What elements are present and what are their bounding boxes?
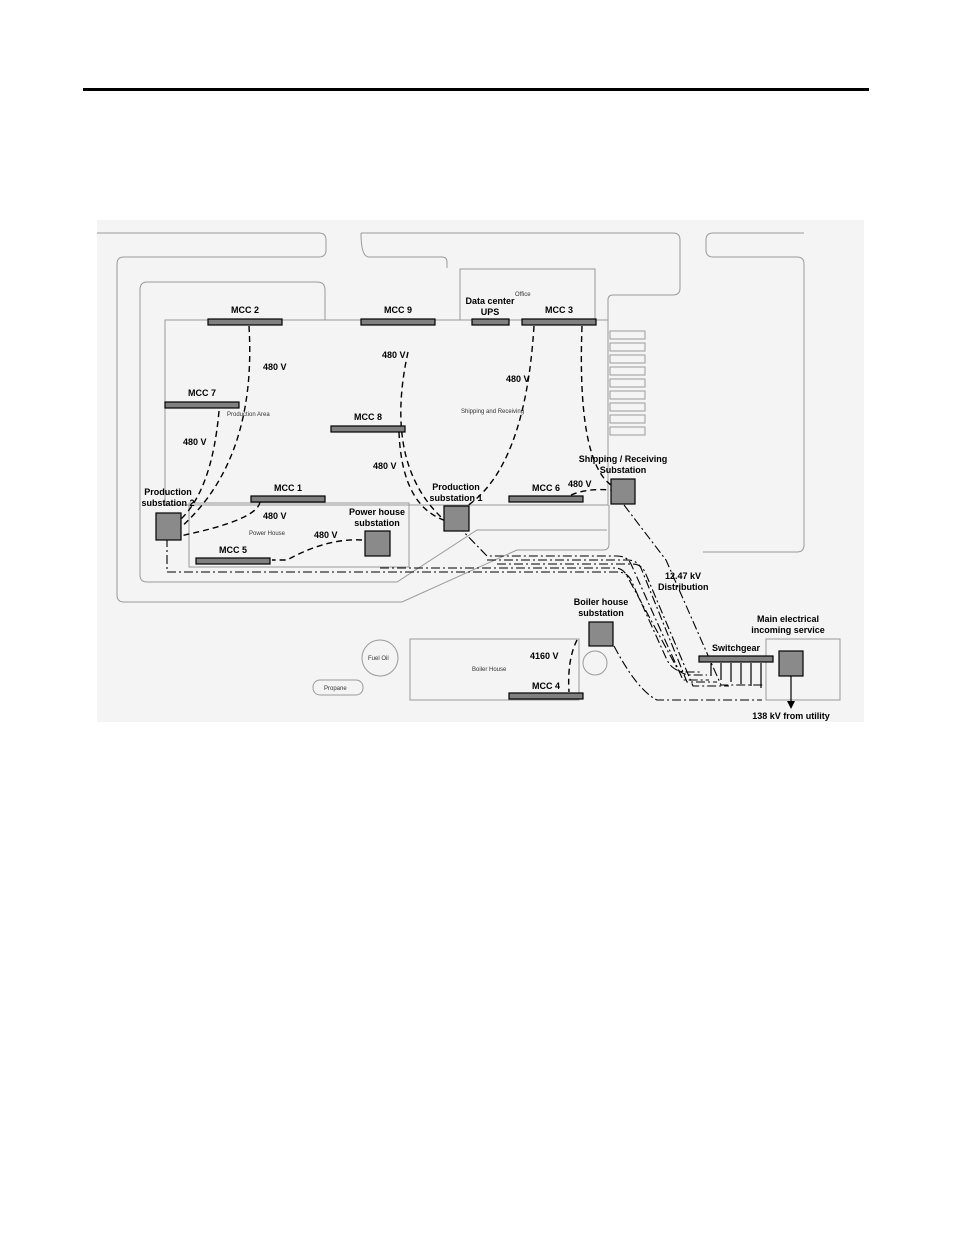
main-service-label-1: Main electrical: [757, 614, 819, 624]
plant-electrical-diagram: Office Production Area Shipping and Rece…: [97, 220, 864, 722]
boiler-house-substation: [588, 621, 614, 647]
mcc9-label: MCC 9: [384, 305, 412, 315]
mcc5-bus: [195, 557, 271, 565]
mcc4-bus: [508, 692, 584, 700]
main-electrical-substation: [778, 650, 804, 677]
data-center-ups-bus: [471, 318, 510, 326]
bus-labels: MCC 2 MCC 9 Data center UPS MCC 3 MCC 7 …: [188, 296, 761, 691]
voltage-480-mcc1: 480 V: [263, 511, 287, 521]
mcc6-bus: [508, 495, 584, 503]
substations: [155, 478, 804, 709]
mcc2-bus: [207, 318, 283, 326]
production-substation-1-label-2: substation 1: [429, 493, 482, 503]
propane-label: Propane: [324, 686, 347, 692]
switchgear-label: Switchgear: [712, 643, 761, 653]
power-house-substation-label-2: substation: [354, 518, 400, 528]
production-substation-2-label-1: Production: [144, 487, 192, 497]
fuel-oil-tank: [361, 639, 399, 677]
switchgear-bus: [698, 655, 774, 663]
fuel-oil-label: Fuel Oil: [368, 656, 389, 662]
boiler-substation-label-1: Boiler house: [574, 597, 629, 607]
mcc8-bus: [330, 425, 406, 433]
production-substation-2: [155, 512, 182, 541]
voltage-480-mcc7: 480 V: [183, 437, 207, 447]
mcc8-label: MCC 8: [354, 412, 382, 422]
boiler-tank: [582, 650, 608, 676]
mcc7-bus: [164, 401, 240, 409]
utility-feed-arrow-icon: [787, 701, 795, 709]
area-labels: Office Production Area Shipping and Rece…: [227, 292, 531, 692]
voltage-480-mcc3: 480 V: [506, 374, 530, 384]
mcc9-bus: [360, 318, 436, 326]
mcc1-label: MCC 1: [274, 483, 302, 493]
propane-tank: [312, 679, 364, 696]
ups-label: UPS: [481, 307, 500, 317]
east-road-outline: [703, 232, 805, 553]
shipping-receiving-label: Shipping and Receiving: [461, 409, 524, 415]
building-outlines: [97, 232, 841, 701]
voltage-480-mcc5: 480 V: [314, 530, 338, 540]
inner-road-outline-2: [139, 281, 607, 583]
mcc6-label: MCC 6: [532, 483, 560, 493]
mcc3-label: MCC 3: [545, 305, 573, 315]
loading-docks: [609, 330, 646, 436]
shipping-substation-label-2: Substation: [600, 465, 647, 475]
production-substation-2-label-2: substation 2: [141, 498, 194, 508]
power-house-substation: [364, 530, 391, 557]
shipping-substation-label-1: Shipping / Receiving: [579, 454, 668, 464]
top-rule: [83, 88, 869, 91]
mcc2-label: MCC 2: [231, 305, 259, 315]
low-voltage-feeders: [179, 325, 612, 693]
mcc1-bus: [250, 495, 326, 503]
mcc7-label: MCC 7: [188, 388, 216, 398]
voltage-480-mcc2: 480 V: [263, 362, 287, 372]
mcc3-bus: [521, 318, 597, 326]
distribution-feeders: [166, 504, 765, 701]
mcc-buses: [164, 318, 774, 700]
mcc5-label: MCC 5: [219, 545, 247, 555]
utility-voltage-label: 138 kV from utility: [752, 711, 830, 721]
voltage-480-mcc8: 480 V: [373, 461, 397, 471]
mcc4-label: MCC 4: [532, 681, 560, 691]
voltage-4160-mcc4: 4160 V: [530, 651, 559, 661]
power-house-label: Power House: [249, 531, 286, 537]
voltage-labels: 480 V 480 V 480 V 480 V 480 V 480 V 480 …: [183, 350, 830, 721]
voltage-480-mcc9: 480 V: [382, 350, 406, 360]
production-substation-1-label-1: Production: [432, 482, 480, 492]
power-house-substation-label-1: Power house: [349, 507, 405, 517]
boiler-substation-label-2: substation: [578, 608, 624, 618]
boiler-house-building: [409, 638, 580, 701]
distribution-label: Distribution: [658, 582, 709, 592]
power-house-building: [188, 502, 410, 568]
production-area-label: Production Area: [227, 412, 270, 418]
office-road-outline-2: [360, 232, 448, 268]
office-label: Office: [515, 292, 531, 298]
outer-road-outline: [97, 232, 610, 603]
office-road-outline: [361, 232, 681, 320]
substation-labels: Production substation 2 Production subst…: [141, 454, 824, 635]
diagram-background: [97, 220, 864, 722]
voltage-480-mcc6: 480 V: [568, 479, 592, 489]
shipping-receiving-substation: [610, 478, 636, 505]
switchgear-drops: [710, 663, 762, 688]
boiler-house-label: Boiler House: [472, 667, 507, 673]
main-service-yard: [765, 638, 841, 701]
production-substation-1: [443, 505, 470, 532]
data-center-label: Data center: [465, 296, 515, 306]
distribution-voltage-label: 12.47 kV: [665, 571, 701, 581]
inner-road-outline: [147, 281, 326, 320]
main-service-label-2: incoming service: [751, 625, 825, 635]
